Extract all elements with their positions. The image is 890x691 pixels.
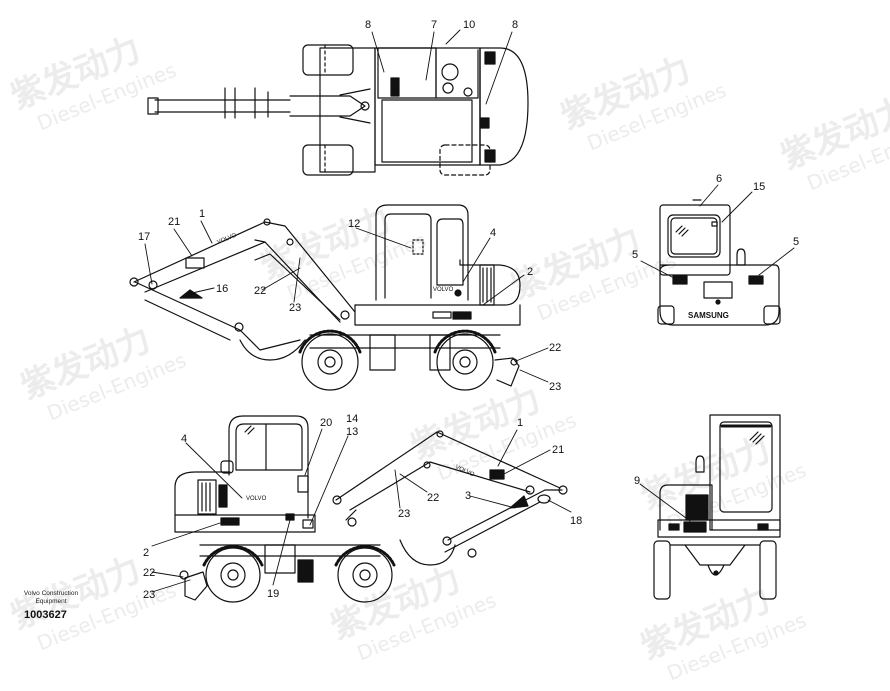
company-name-line2: Equipment (35, 598, 67, 605)
top-view-drawing (147, 44, 529, 176)
callout-rear-view-top-5: 5 (632, 249, 639, 261)
callout-right-side-view-22: 22 (143, 567, 156, 579)
callout-left-side-view-2: 2 (527, 266, 534, 278)
callout-left-side-view-23: 23 (289, 302, 302, 314)
callout-right-side-view-23: 23 (143, 589, 156, 601)
callout-top-view-7: 7 (431, 19, 438, 31)
svg-text:VOLVO: VOLVO (454, 464, 475, 478)
callout-right-side-view-18: 18 (570, 515, 583, 527)
line-art: VOLVO SAMSUNG VOLVO VOLVO VOLVO (129, 29, 795, 603)
callout-right-side-view-1: 1 (517, 417, 524, 429)
callout-right-side-view-2: 2 (143, 547, 150, 559)
callout-right-side-view-4: 4 (181, 433, 188, 445)
callout-right-side-view-3: 3 (465, 490, 472, 502)
callout-left-side-view-23: 23 (549, 381, 562, 393)
right-side-view-drawing (174, 415, 568, 603)
callout-left-side-view-16: 16 (216, 283, 229, 295)
callout-left-side-view-22: 22 (254, 285, 267, 297)
callout-left-side-view-12: 12 (348, 218, 361, 230)
callout-top-view-10: 10 (463, 19, 476, 31)
callout-left-side-view-4: 4 (490, 227, 497, 239)
callout-left-side-view-17: 17 (138, 231, 151, 243)
callout-right-side-view-22: 22 (427, 492, 440, 504)
callout-top-view-8: 8 (512, 19, 519, 31)
callout-rear-view-top-15: 15 (753, 181, 766, 193)
callout-front-view-bottom-9: 9 (634, 475, 641, 487)
callout-rear-view-top-5: 5 (793, 236, 800, 248)
leader-lines (144, 29, 795, 593)
callout-right-side-view-13: 13 (346, 426, 359, 438)
callout-left-side-view-21: 21 (168, 216, 181, 228)
front-view-drawing (653, 414, 781, 600)
svg-text:VOLVO: VOLVO (433, 287, 454, 293)
callout-right-side-view-14: 14 (346, 413, 359, 425)
company-name-line1: Volvo Construction (23, 590, 79, 597)
rear-view-drawing (657, 199, 781, 326)
callout-top-view-8: 8 (365, 19, 372, 31)
callout-left-side-view-1: 1 (199, 208, 206, 220)
callout-left-side-view-22: 22 (549, 342, 562, 354)
callout-right-side-view-20: 20 (320, 417, 333, 429)
svg-text:SAMSUNG: SAMSUNG (688, 311, 729, 320)
left-side-view-drawing (129, 204, 521, 391)
callout-right-side-view-19: 19 (267, 588, 280, 600)
svg-text:VOLVO: VOLVO (246, 496, 267, 502)
callout-right-side-view-23: 23 (398, 508, 411, 520)
part-number: 1003627 (24, 609, 67, 621)
svg-text:VOLVO: VOLVO (217, 233, 238, 246)
callout-right-side-view-21: 21 (552, 444, 565, 456)
callout-rear-view-top-6: 6 (716, 173, 723, 185)
footer-block: Volvo Construction Equipment 1003627 (16, 590, 86, 621)
